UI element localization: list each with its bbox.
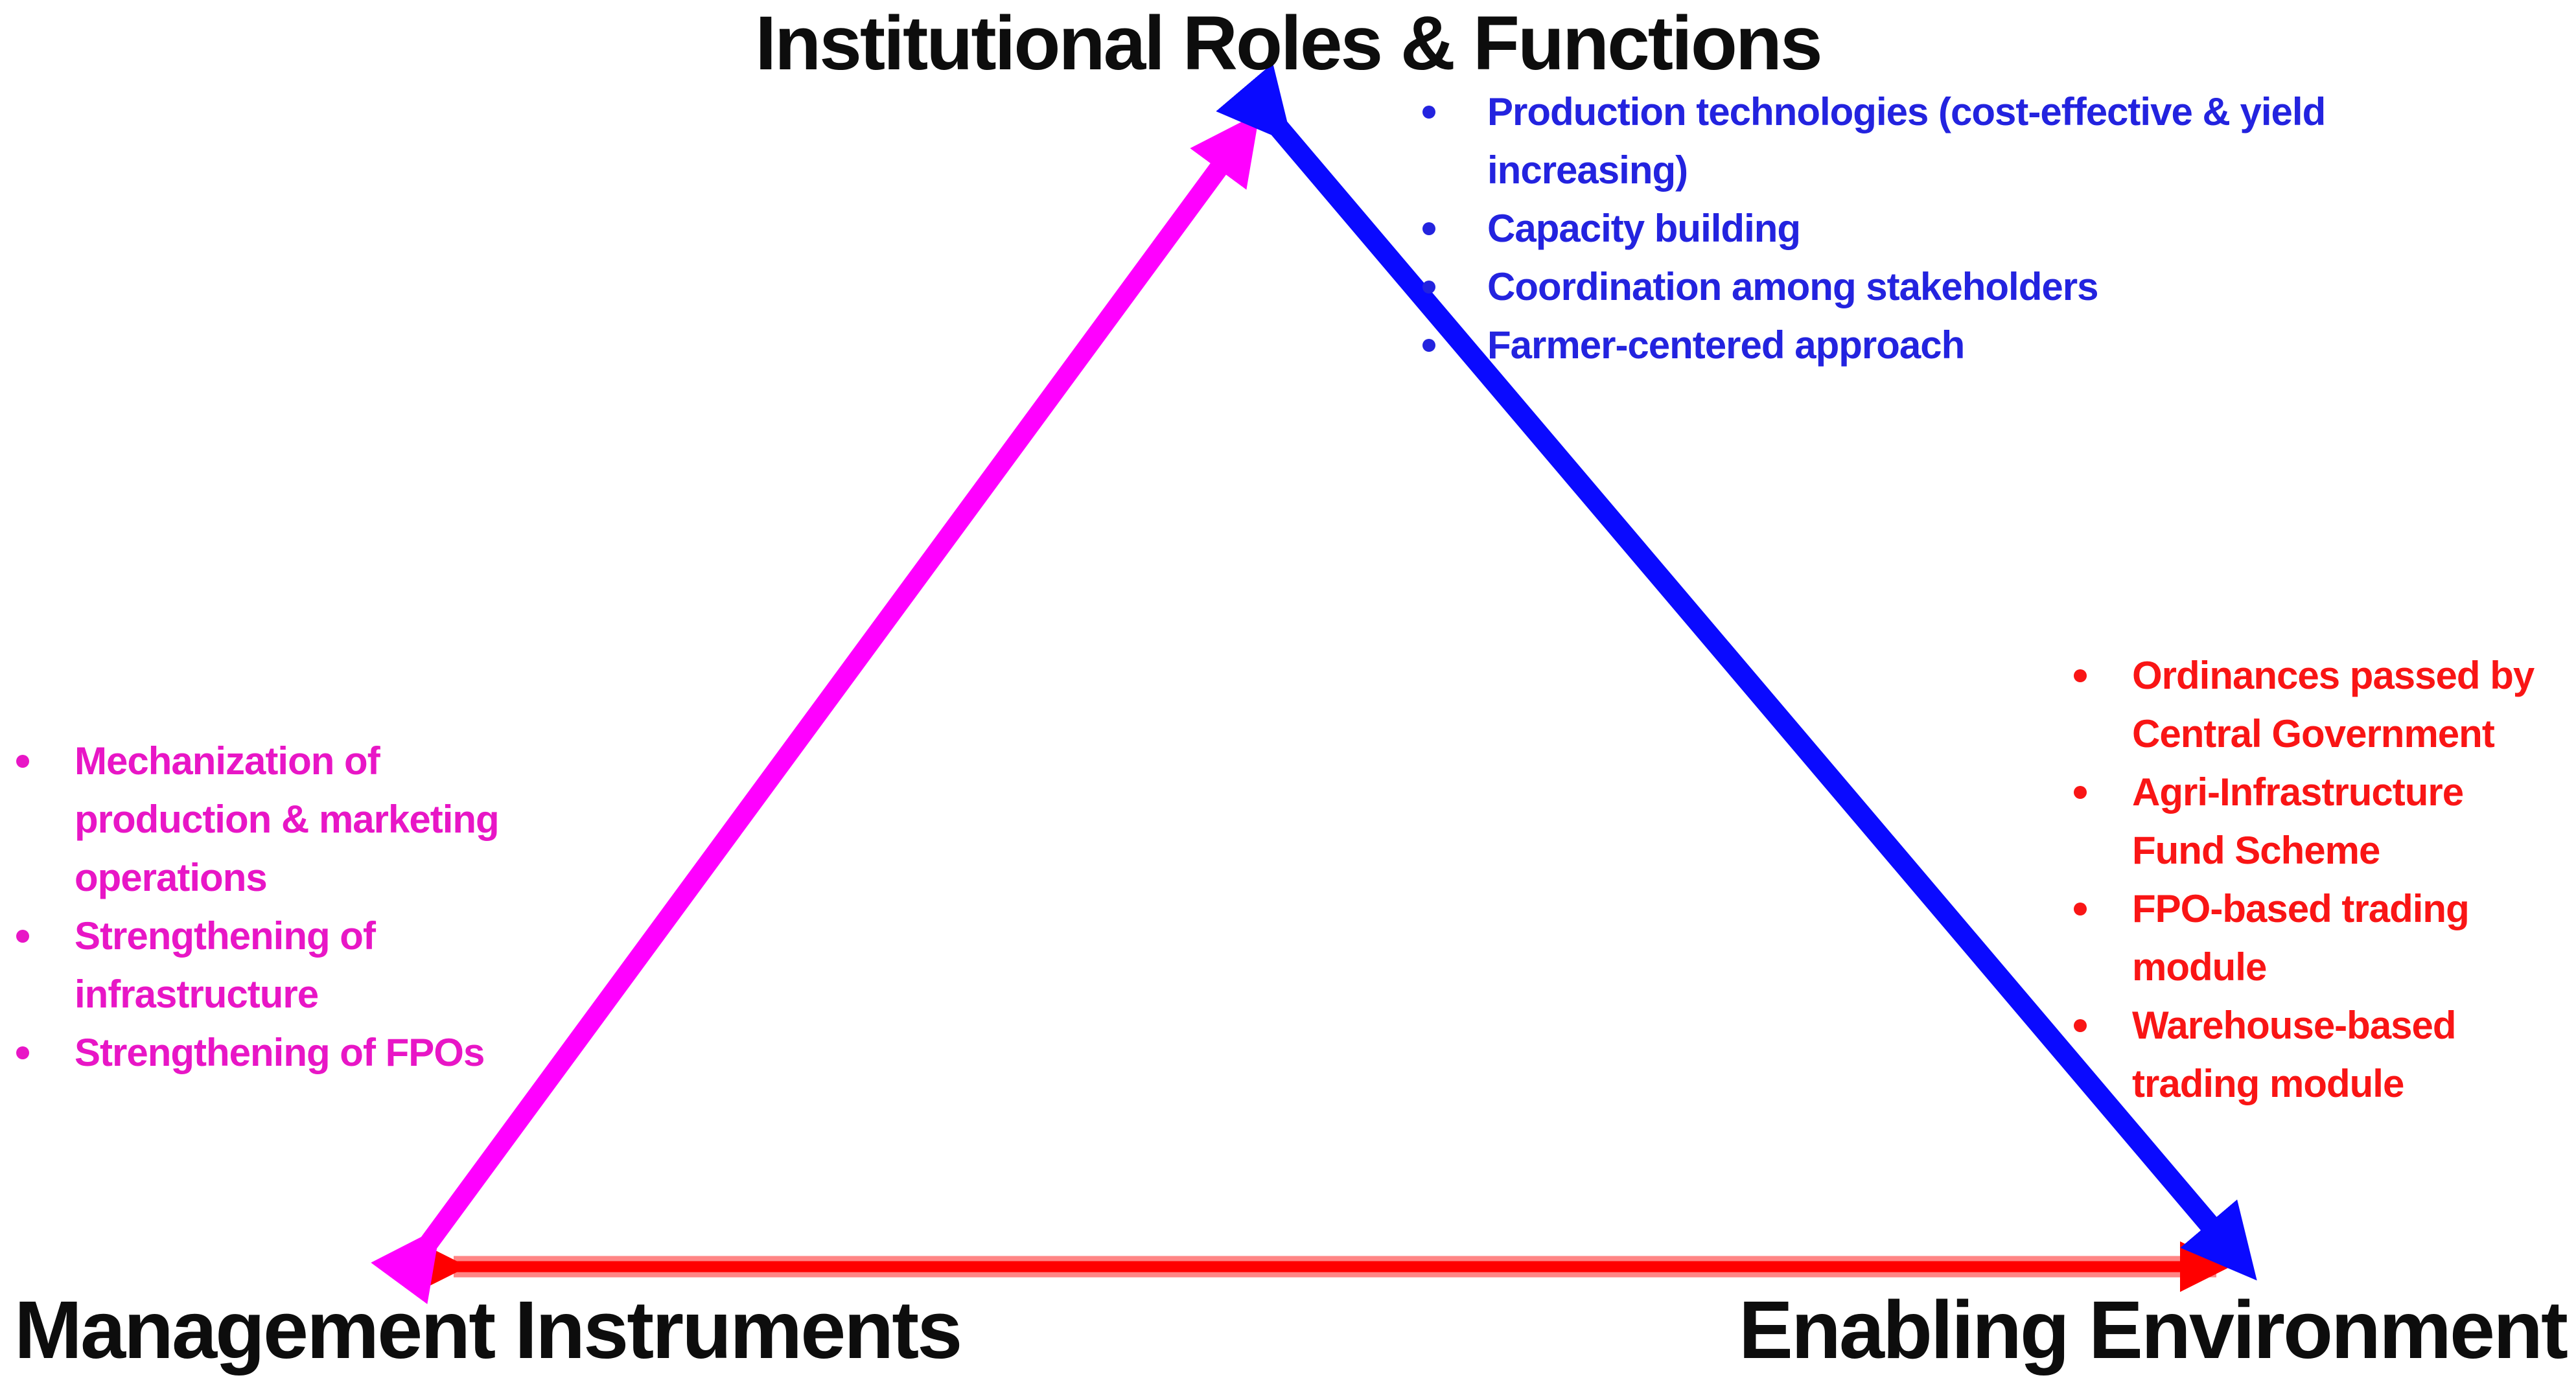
bullet-icon	[1422, 281, 1435, 294]
list-item: Ordinances passed by Central Government	[2074, 647, 2560, 763]
list-item-text: FPO-based trading module	[2132, 887, 2470, 989]
list-item-text: Capacity building	[1487, 207, 1801, 250]
bullet-icon	[2074, 669, 2087, 682]
list-item: Farmer-centered approach	[1422, 316, 2498, 374]
list-item: Production technologies (cost-effective …	[1422, 83, 2498, 200]
blue-double-arrow	[1216, 63, 2257, 1281]
bullet-icon	[1422, 339, 1435, 352]
bullet-icon	[2074, 786, 2087, 799]
list-item: Mechanization of production & marketing …	[16, 732, 541, 907]
list-item: Strengthening of infrastructure	[16, 907, 541, 1024]
list-item-text: Ordinances passed by Central Government	[2132, 654, 2535, 755]
list-item: FPO-based trading module	[2074, 880, 2560, 996]
corner-label-enabling-environment: Enabling Environment	[1738, 1284, 2568, 1376]
list-item-text: Strengthening of infrastructure	[75, 914, 376, 1016]
bullet-icon	[1422, 106, 1435, 119]
list-item-text: Agri-Infrastructure Fund Scheme	[2132, 770, 2464, 872]
list-item-text: Production technologies (cost-effective …	[1487, 90, 2326, 192]
bullet-icon	[16, 1046, 29, 1059]
list-item: Strengthening of FPOs	[16, 1024, 541, 1082]
list-item-text: Warehouse-based trading module	[2132, 1004, 2457, 1105]
bullet-icon	[2074, 903, 2087, 915]
list-item-text: Mechanization of production & marketing …	[75, 739, 500, 899]
magenta-double-arrow	[371, 112, 1260, 1304]
list-item: Warehouse-based trading module	[2074, 996, 2560, 1113]
bullet-icon	[16, 930, 29, 943]
bullet-icon	[1422, 222, 1435, 235]
list-item-text: Strengthening of FPOs	[75, 1031, 485, 1074]
list-item: Coordination among stakeholders	[1422, 258, 2498, 316]
bullet-icon	[16, 755, 29, 768]
management-instruments-bullet-list: Mechanization of production & marketing …	[16, 732, 541, 1082]
list-item-text: Coordination among stakeholders	[1487, 265, 2098, 308]
corner-label-management-instruments: Management Instruments	[14, 1284, 962, 1376]
enabling-environment-bullet-list: Ordinances passed by Central Government …	[2074, 647, 2560, 1113]
bullet-icon	[2074, 1019, 2087, 1032]
page-title: Institutional Roles & Functions	[755, 1, 1822, 86]
institutional-roles-bullet-list: Production technologies (cost-effective …	[1422, 83, 2498, 374]
list-item: Agri-Infrastructure Fund Scheme	[2074, 763, 2560, 880]
list-item: Capacity building	[1422, 200, 2498, 258]
list-item-text: Farmer-centered approach	[1487, 323, 1965, 367]
